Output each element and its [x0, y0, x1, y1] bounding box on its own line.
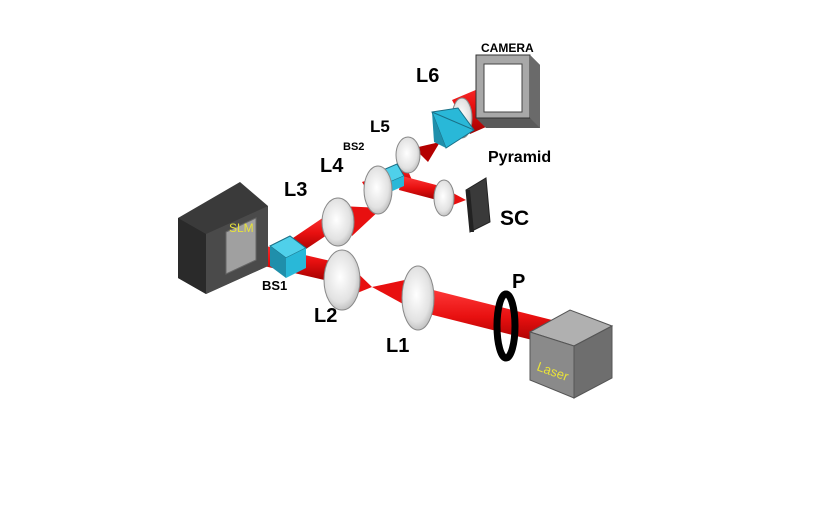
- slm-label: SLM: [229, 221, 254, 235]
- lens-l6-label: L6: [416, 65, 439, 87]
- pyramid-label: Pyramid: [488, 149, 551, 166]
- camera-label: CAMERA: [481, 41, 534, 55]
- beam-laser-to-l1: [421, 288, 560, 346]
- lens-l1-label: L1: [386, 335, 409, 357]
- lens-l4: L4: [320, 155, 393, 215]
- lens-l4-label: L4: [320, 155, 344, 177]
- lens-l3: L3: [284, 179, 355, 247]
- pyramid-prism: Pyramid: [431, 107, 551, 166]
- bs1-label: BS1: [262, 278, 287, 293]
- beam-splitter-bs1: BS1: [262, 235, 307, 293]
- lens-l5-label: L5: [370, 117, 390, 136]
- lens-l2-label: L2: [314, 305, 337, 327]
- beam-bs2-to-sc: [399, 176, 440, 200]
- slm-device: SLM: [178, 182, 268, 294]
- laser-device: Laser: [528, 309, 614, 399]
- bs2-label: BS2: [343, 141, 364, 153]
- lens-l1: L1: [386, 265, 435, 357]
- sc-label: SC: [500, 207, 529, 230]
- polarizer-label: P: [512, 271, 525, 293]
- lens-l5: L5: [370, 117, 421, 174]
- screen-sc: SC: [465, 177, 529, 233]
- beam-l5-cone: [414, 142, 440, 162]
- lens-l2: L2: [314, 249, 361, 327]
- lens-sc: [433, 179, 455, 217]
- lens-l3-label: L3: [284, 179, 307, 201]
- camera: CAMERA: [475, 41, 540, 128]
- polarizer-p: P: [493, 271, 525, 362]
